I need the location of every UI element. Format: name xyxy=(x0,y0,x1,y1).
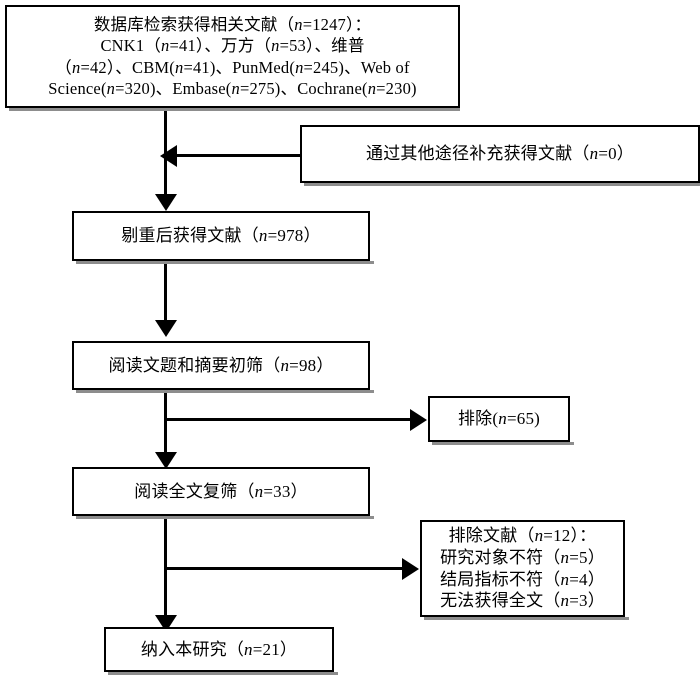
connector-title-screening-to-fulltext xyxy=(164,390,167,465)
connector-fulltext-to-included xyxy=(164,516,167,627)
after-deduplication-line-1: 剔重后获得文献（n=978） xyxy=(121,226,321,246)
fulltext-screening-line-1: 阅读全文复筛（n=33） xyxy=(134,481,308,501)
connector-trunk-to-excluded-first xyxy=(164,418,412,421)
excluded-second-round-line-4: 无法获得全文（n=3） xyxy=(440,591,605,611)
arrowhead-into-trunk-from-other-sources xyxy=(160,145,177,167)
included-studies-box-shadow xyxy=(108,672,338,675)
connector-other-sources-to-trunk xyxy=(176,154,302,157)
database-search-line-2: CNK1（n=41）、万方（n=53）、维普 xyxy=(100,36,365,56)
arrowhead-into-fulltext-screening xyxy=(155,452,177,469)
excluded-second-round-box: 排除文献（n=12）： 研究对象不符（n=5） 结局指标不符（n=4） 无法获得… xyxy=(420,520,625,617)
title-abstract-screening-box-shadow xyxy=(76,390,374,393)
excluded-second-round-line-3: 结局指标不符（n=4） xyxy=(440,569,605,589)
connector-dedup-to-title-screening xyxy=(164,261,167,324)
arrowhead-into-excluded-second xyxy=(402,558,419,580)
database-search-box-shadow xyxy=(9,108,460,111)
database-search-line-3: （n=42）、CBM(n=41)、PunMed(n=245)、Web of xyxy=(55,57,410,77)
connector-trunk-to-excluded-second xyxy=(164,567,404,570)
fulltext-screening-box: 阅读全文复筛（n=33） xyxy=(72,467,370,516)
excluded-second-round-line-1: 排除文献（n=12）： xyxy=(448,526,597,545)
excluded-second-round-line-2: 研究对象不符（n=5） xyxy=(440,547,605,567)
excluded-second-round-box-shadow xyxy=(424,617,629,620)
title-abstract-screening-line-1: 阅读文题和摘要初筛（n=98） xyxy=(108,355,334,375)
included-studies-line-1: 纳入本研究（n=21） xyxy=(140,639,298,659)
database-search-line-4: Science(n=320)、Embase(n=275)、Cochrane(n=… xyxy=(48,78,417,98)
other-sources-box-shadow xyxy=(304,183,700,186)
other-sources-box: 通过其他途径补充获得文献（n=0） xyxy=(300,125,700,183)
other-sources-line-1: 通过其他途径补充获得文献（n=0） xyxy=(366,144,634,164)
excluded-first-round-box: 排除(n=65) xyxy=(428,396,570,442)
after-deduplication-box-shadow xyxy=(76,261,374,264)
excluded-first-round-line-1: 排除(n=65) xyxy=(457,409,541,429)
fulltext-screening-box-shadow xyxy=(76,516,374,519)
database-search-line-1: 数据库检索获得相关文献（n=1247）： xyxy=(93,15,372,35)
arrowhead-into-excluded-first xyxy=(410,409,427,431)
excluded-first-round-box-shadow xyxy=(432,442,574,445)
after-deduplication-box: 剔重后获得文献（n=978） xyxy=(72,211,370,261)
included-studies-box: 纳入本研究（n=21） xyxy=(104,627,334,672)
database-search-box: 数据库检索获得相关文献（n=1247）： CNK1（n=41）、万方（n=53）… xyxy=(5,5,460,108)
arrowhead-into-title-screening xyxy=(155,320,177,337)
arrowhead-into-dedup xyxy=(155,194,177,211)
title-abstract-screening-box: 阅读文题和摘要初筛（n=98） xyxy=(72,341,370,390)
